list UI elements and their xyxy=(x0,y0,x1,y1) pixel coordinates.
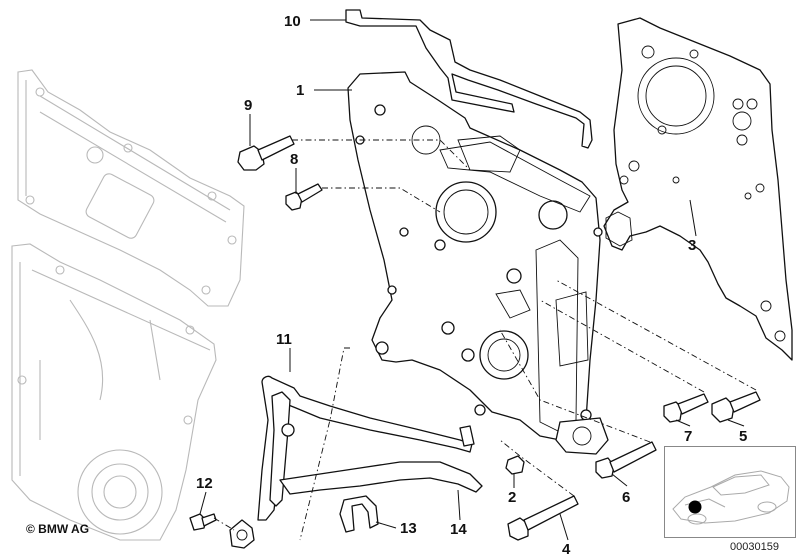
timing-case-cover xyxy=(347,71,609,455)
bolt-8 xyxy=(285,183,323,211)
bolt-5 xyxy=(711,391,761,423)
bolt-4 xyxy=(507,495,579,541)
bolt-12 xyxy=(189,513,217,531)
callout-6: 6 xyxy=(622,489,630,506)
callout-4: 4 xyxy=(562,541,571,558)
callout-1: 1 xyxy=(296,82,304,99)
callout-labels: 10 1 9 8 3 11 7 5 6 2 12 13 14 4 xyxy=(196,13,747,558)
bolt-9 xyxy=(237,135,295,171)
callout-10: 10 xyxy=(284,13,301,30)
callout-9: 9 xyxy=(244,97,252,114)
callout-8: 8 xyxy=(290,151,298,168)
callout-11: 11 xyxy=(276,331,292,348)
bolt-7 xyxy=(663,393,709,423)
callout-3: 3 xyxy=(688,237,696,254)
copyright-notice: © BMW AG xyxy=(26,522,90,536)
assembly-lines xyxy=(213,139,757,541)
location-marker-icon xyxy=(688,500,702,514)
callout-13: 13 xyxy=(400,520,417,537)
callout-12: 12 xyxy=(196,475,213,492)
clip-13 xyxy=(339,495,379,533)
vehicle-locator-thumbnail xyxy=(664,446,796,538)
diagram-reference-code: 00030159 xyxy=(730,541,779,553)
cable-holder-14 xyxy=(279,461,483,495)
sensor-cable-11 xyxy=(229,375,475,549)
gasket-10 xyxy=(345,9,593,149)
callout-5: 5 xyxy=(739,428,747,445)
callout-14: 14 xyxy=(450,521,467,538)
car-outline-icon xyxy=(672,470,790,525)
ghost-lower-cover xyxy=(11,243,217,541)
bolt-6 xyxy=(595,441,657,479)
callout-7: 7 xyxy=(684,428,692,445)
callout-2: 2 xyxy=(508,489,516,506)
ghost-upper-cover xyxy=(17,69,245,307)
gasket-plate-3 xyxy=(603,17,793,361)
dowel-2 xyxy=(505,455,525,475)
leader-lines xyxy=(199,19,745,541)
